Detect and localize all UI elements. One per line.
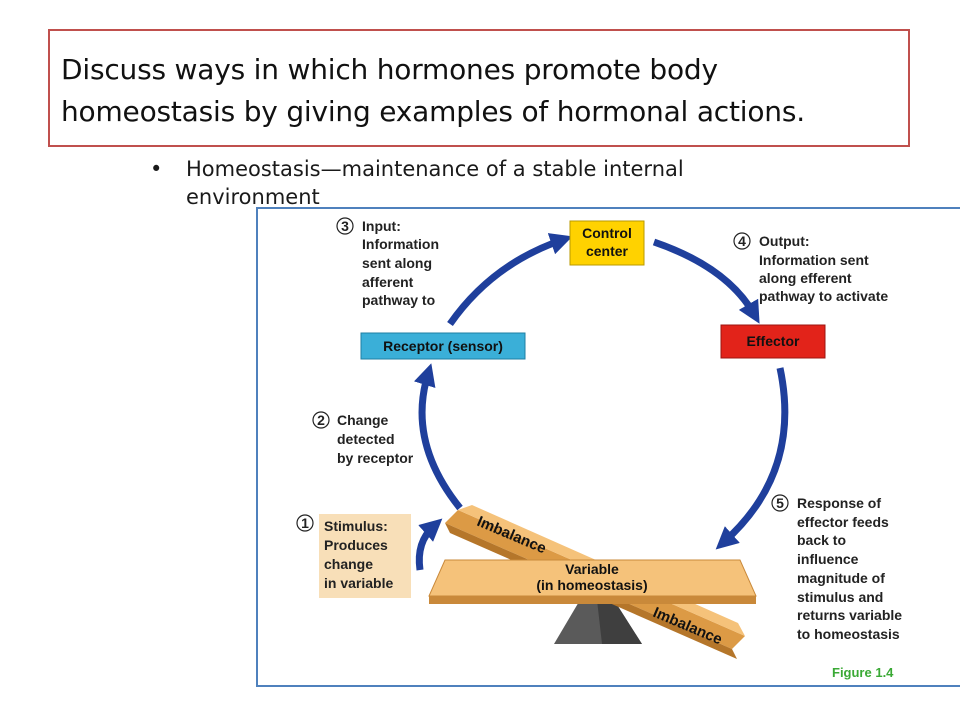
variable-label-1: Variable	[565, 561, 619, 577]
step-2-text: Change detected by receptor	[337, 412, 414, 466]
step-3-badge	[336, 217, 354, 235]
receptor-label: Receptor (sensor)	[383, 338, 503, 354]
arrow-effector-to-variable	[715, 367, 789, 550]
step-2-badge	[312, 411, 330, 429]
control-center-label-2: center	[586, 243, 629, 259]
homeostasis-figure: Control center Receptor (sensor) Effecto…	[256, 207, 960, 687]
bullet-dot-icon: •	[150, 157, 163, 181]
effector-label: Effector	[747, 333, 800, 349]
bullet-text: Homeostasis—maintenance of a stable inte…	[186, 155, 786, 211]
arrow-stimulus	[415, 518, 443, 571]
feedback-loop-diagram: Control center Receptor (sensor) Effecto…	[296, 217, 906, 680]
slide-title-line-2: homeostasis by giving examples of hormon…	[61, 95, 805, 128]
variable-label-2: (in homeostasis)	[536, 577, 647, 593]
step-5-number: 5	[776, 495, 784, 511]
effector-box	[720, 324, 826, 359]
step-3-text: Input: Information sent along afferent p…	[362, 218, 443, 308]
arrow-receptor-to-control	[447, 233, 573, 327]
step-4-badge	[733, 232, 751, 250]
arrow-control-to-effector	[652, 238, 760, 324]
step-3-number: 3	[341, 218, 349, 234]
receptor-box	[360, 332, 526, 360]
step-4-number: 4	[738, 233, 746, 249]
stimulus-box	[319, 514, 411, 598]
control-center-label-1: Control	[582, 225, 632, 241]
step-5-badge	[771, 494, 789, 512]
bullet-line-2: environment	[186, 185, 320, 209]
control-center-box	[569, 220, 645, 266]
figure-caption: Figure 1.4	[832, 665, 894, 680]
step-2-number: 2	[317, 412, 325, 428]
slide-title-line-1: Discuss ways in which hormones promote b…	[61, 53, 718, 86]
step-1-badge	[296, 514, 314, 532]
fulcrum-shade	[597, 600, 642, 644]
slide-title-box: Discuss ways in which hormones promote b…	[48, 29, 910, 147]
level-plank: Variable (in homeostasis)	[428, 559, 757, 604]
step-1-text: Stimulus: Produces change in variable	[324, 518, 393, 591]
bullet-line-1: Homeostasis—maintenance of a stable inte…	[186, 157, 684, 181]
arrow-variable-to-receptor	[413, 363, 463, 511]
step-5-text: Response of effector feeds back to influ…	[797, 495, 906, 642]
step-1-number: 1	[301, 515, 309, 531]
step-4-text: Output: Information sent along efferent …	[759, 233, 888, 304]
